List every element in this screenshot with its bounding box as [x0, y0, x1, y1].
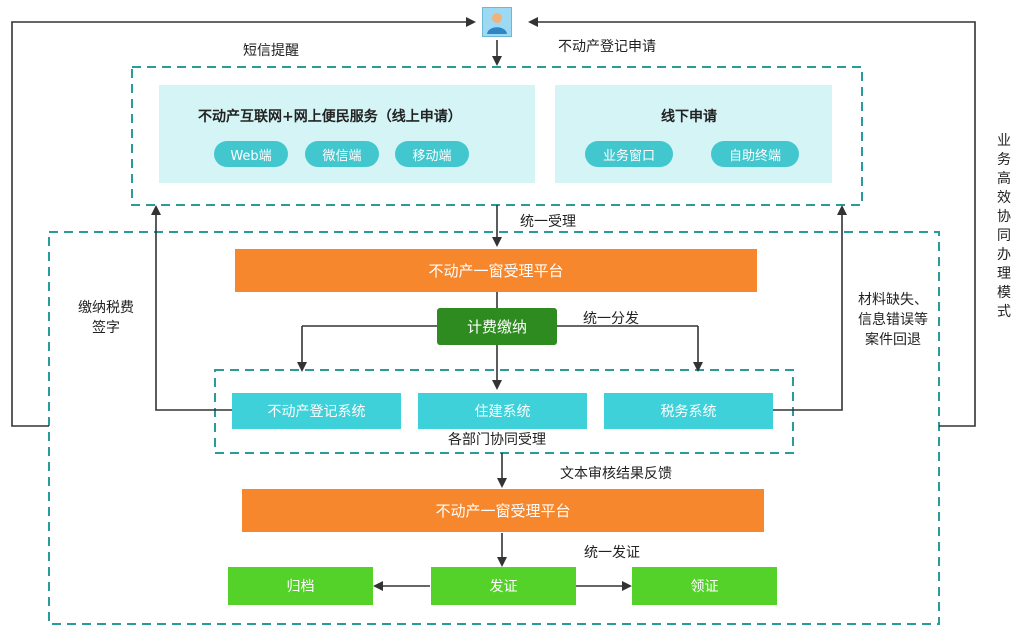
- fee-payment-box[interactable]: 计费缴纳: [437, 308, 557, 345]
- tax-system-box[interactable]: 税务系统: [604, 393, 773, 429]
- review-feedback-label: 文本审核结果反馈: [560, 466, 672, 482]
- left-loop-line: [11, 17, 476, 427]
- material-return-line: [773, 205, 847, 411]
- offline-apply-panel: [555, 85, 832, 183]
- unified-dispatch-label: 统一分发: [583, 311, 639, 327]
- collab-acceptance-label: 各部门协同受理: [448, 432, 546, 448]
- platform-bottom-box[interactable]: 不动产一窗受理平台: [242, 489, 764, 532]
- unified-cert-label: 统一发证: [584, 545, 640, 561]
- right-loop-line: [528, 17, 976, 427]
- service-window-pill[interactable]: 业务窗口: [585, 141, 673, 167]
- tax-sign-line: [151, 205, 232, 411]
- unified-acceptance-label: 统一受理: [520, 214, 576, 230]
- systems-dashed-frame: [214, 369, 794, 454]
- process-dashed-frame: [48, 231, 940, 625]
- registration-apply-label: 不动产登记申请: [558, 39, 656, 55]
- material-return-label: 材料缺失、 信息错误等 案件回退: [858, 292, 928, 348]
- web-pill[interactable]: Web端: [214, 141, 288, 167]
- registration-system-box[interactable]: 不动产登记系统: [232, 393, 401, 429]
- online-apply-panel: [159, 85, 535, 183]
- housing-system-box[interactable]: 住建系统: [418, 393, 587, 429]
- offline-panel-title: 线下申请: [661, 109, 717, 125]
- user-icon: [482, 7, 512, 37]
- self-service-pill[interactable]: 自助终端: [711, 141, 799, 167]
- tax-sign-label: 缴纳税费 签字: [78, 300, 134, 336]
- sms-reminder-label: 短信提醒: [243, 43, 299, 59]
- online-panel-title: 不动产互联网+网上便民服务（线上申请）: [198, 109, 462, 125]
- collect-cert-box[interactable]: 领证: [632, 567, 777, 605]
- mobile-pill[interactable]: 移动端: [395, 141, 469, 167]
- issue-cert-box[interactable]: 发证: [431, 567, 576, 605]
- right-side-label: 业务高效协同办理模式: [997, 133, 1011, 320]
- wechat-pill[interactable]: 微信端: [305, 141, 379, 167]
- platform-top-box[interactable]: 不动产一窗受理平台: [235, 249, 757, 292]
- archive-box[interactable]: 归档: [228, 567, 373, 605]
